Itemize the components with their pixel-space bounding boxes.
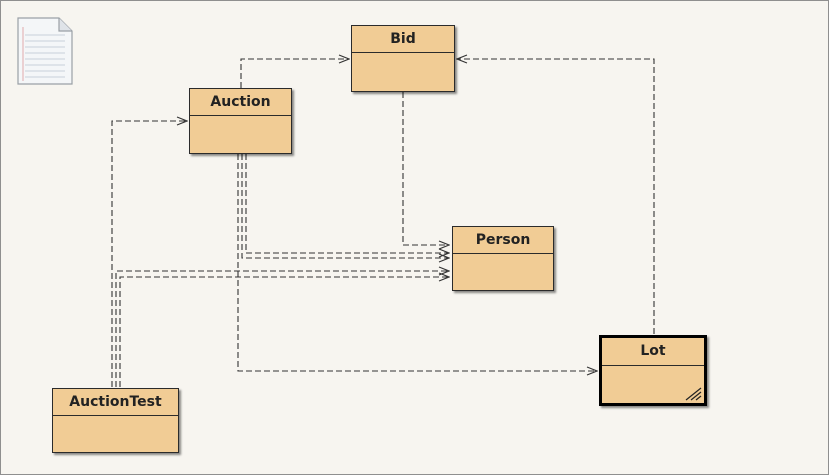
class-name: AuctionTest	[53, 389, 178, 416]
class-auctiontest[interactable]: AuctionTest	[52, 388, 179, 453]
class-name: Person	[453, 227, 553, 254]
document-icon[interactable]	[15, 15, 75, 87]
arrow-auctiontest-to-auction[interactable]	[111, 121, 187, 387]
class-name: Auction	[190, 89, 291, 116]
class-auction[interactable]: Auction	[189, 88, 292, 154]
arrow-auction-to-person-b[interactable]	[245, 154, 449, 253]
resize-handle-icon[interactable]	[680, 387, 702, 401]
class-lot[interactable]: Lot	[599, 335, 707, 406]
class-name: Lot	[602, 338, 704, 366]
class-person[interactable]: Person	[452, 226, 554, 291]
class-name: Bid	[352, 26, 454, 53]
arrow-auction-to-bid[interactable]	[240, 59, 349, 88]
arrow-auctiontest-to-person-a[interactable]	[115, 271, 449, 387]
arrow-lot-to-bid[interactable]	[457, 59, 655, 334]
class-bid[interactable]: Bid	[351, 25, 455, 92]
arrow-auction-to-lot[interactable]	[237, 154, 597, 371]
arrow-bid-to-person[interactable]	[402, 92, 449, 245]
arrow-auctiontest-to-person-b[interactable]	[119, 277, 449, 387]
arrow-auction-to-person-a[interactable]	[241, 154, 449, 258]
